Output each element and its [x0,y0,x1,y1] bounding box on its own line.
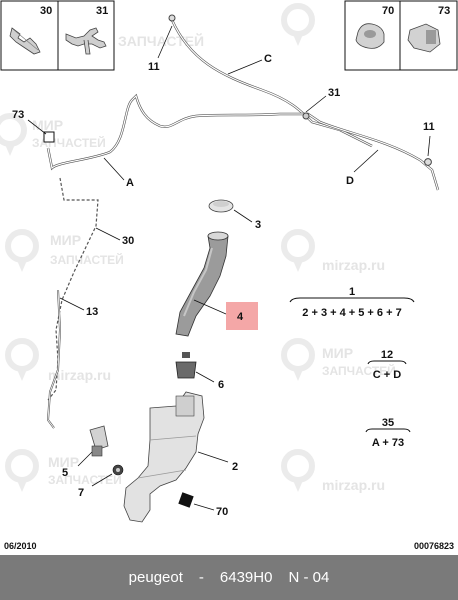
watermark-site: mirzap.ru [48,367,111,383]
caption-brand: peugeot [128,569,183,586]
kit-1-number: 1 [349,286,355,298]
inset-box-right: 70 73 [344,0,458,71]
watermark-logo-icon [5,449,39,492]
grommet-part-6: 6 [175,352,224,391]
callout-13: 13 [86,306,98,318]
t-connector-icon [65,27,107,55]
watermark-site: mirzap.ru [322,257,385,273]
inset-label-30: 30 [40,5,52,17]
watermark-line2: ЗАПЧАСТЕЙ [118,32,204,49]
callout-2: 2 [232,461,238,473]
watermark-line2: ЗАПЧАСТЕЙ [322,363,396,378]
callout-30: 30 [122,235,134,247]
pump-part-5: 5 [62,425,109,479]
reservoir-part-2: 2 [123,391,238,523]
caption-part-number: 6439H0 [219,569,273,586]
straight-connector-icon [9,27,41,55]
filler-neck-part-4 [175,231,229,337]
watermark-logo-icon [5,229,39,272]
watermark-logo-icon [5,338,39,381]
watermark-logo-icon [281,229,315,272]
callout-a: A [126,177,134,189]
hose-d: 11 D [319,120,440,191]
kit-12-components: C + D [373,369,401,381]
kit-12-number: 12 [381,349,393,361]
callout-d: D [346,175,354,187]
callout-c: C [264,53,272,65]
caption-bar: peugeot - 6439H0 N - 04 [0,555,458,600]
callout-11-top: 11 [148,61,160,73]
inset-label-73: 73 [438,5,450,17]
callout-4: 4 [237,311,244,323]
kit-legend: 1 2 + 3 + 4 + 5 + 6 + 7 12 C + D 35 A + … [289,286,415,449]
caption-separator: - [198,569,204,586]
callout-7: 7 [78,487,84,499]
seal-part-7: 7 [78,464,124,499]
callout-6: 6 [218,379,224,391]
callout-11-right: 11 [423,121,435,133]
highlight-callout-4[interactable]: 4 [193,299,258,330]
inset-label-70: 70 [382,5,394,17]
grommet-icon [355,23,385,49]
watermark-line2: ЗАПЧАСТЕЙ [48,472,122,487]
inset-box-left: 30 31 [0,0,115,71]
caption-position: N - 04 [288,569,330,586]
watermark-logo-icon [281,3,315,46]
watermark-line1: МИР [50,232,81,248]
watermark-logo-icon [0,113,27,156]
watermark-line2: ЗАПЧАСТЕЙ [50,252,124,267]
inset-label-31: 31 [96,5,108,17]
watermark-group: МИР ЗАПЧАСТЕЙ МИР ЗАПЧАСТЕЙ mirzap.ru mi… [0,3,396,493]
parts-diagram: МИР ЗАПЧАСТЕЙ МИР ЗАПЧАСТЕЙ mirzap.ru mi… [0,0,458,523]
watermark-line2: ЗАПЧАСТЕЙ [32,135,106,150]
callout-31: 31 [328,87,340,99]
clip-part-70: 70 [178,492,228,518]
hose-30-13-dashed: 30 13 [46,177,134,429]
kit-35-number: 35 [382,417,394,429]
watermark-line1: МИР [32,117,63,133]
footer-date: 06/2010 [4,541,37,551]
watermark-site: mirzap.ru [322,477,385,493]
callout-70: 70 [216,506,228,518]
cap-part-3: 3 [208,199,261,231]
watermark-line1: МИР [48,454,79,470]
callout-3: 3 [255,219,261,231]
kit-1-components: 2 + 3 + 4 + 5 + 6 + 7 [302,307,401,319]
watermark-logo-icon [281,449,315,492]
watermark-logo-icon [281,338,315,381]
callout-73: 73 [12,109,24,121]
callout-5: 5 [62,467,68,479]
footer-ref: 00076823 [413,541,454,551]
hose-a: 73 A 31 [12,87,340,189]
clip-icon [407,23,441,53]
watermark-line1: МИР [322,345,353,361]
kit-35-components: A + 73 [372,437,404,449]
